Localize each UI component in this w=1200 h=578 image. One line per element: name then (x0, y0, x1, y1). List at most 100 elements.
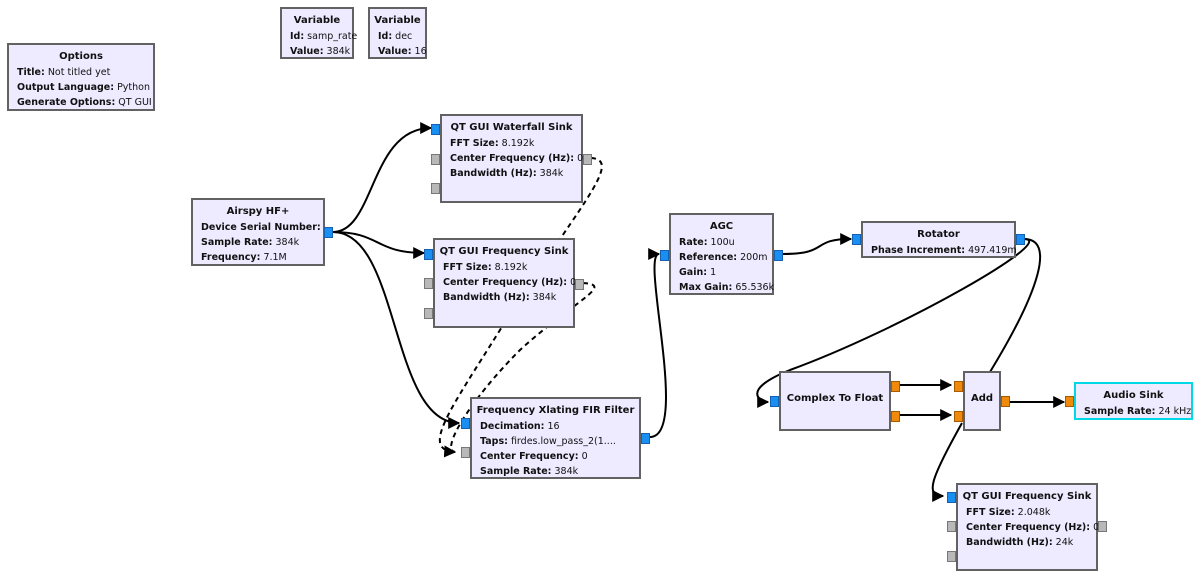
param-row: Value: 16 (370, 44, 427, 59)
param-key: Bandwidth (Hz): (443, 292, 530, 303)
param-row: Taps: firdes.low_pass_2(1.... (472, 434, 639, 449)
param-row: Rate: 100u (671, 235, 772, 250)
param-key: Id: (290, 31, 305, 42)
param-value: 8.192k (494, 262, 528, 273)
param-value: Python (117, 82, 151, 93)
param-key: Rate: (679, 237, 708, 248)
param-key: FFT Size: (443, 262, 492, 273)
param-row: Center Frequency (Hz): 0 (958, 520, 1099, 535)
param-value: QT GUI (118, 97, 152, 108)
input-port-0[interactable] (954, 381, 963, 392)
wire-airspy-to-waterfall (332, 122, 433, 233)
param-row: Value: 384k (282, 44, 352, 59)
wire-airspy-to-xlating (332, 231, 461, 429)
airspy-source-block[interactable]: Airspy HF+Device Serial Number: Sample R… (191, 198, 333, 266)
param-key: FFT Size: (966, 507, 1015, 518)
block-title: Audio Sink (1103, 390, 1164, 401)
message-input-port[interactable] (947, 521, 956, 532)
block-title: QT GUI Waterfall Sink (450, 122, 573, 133)
block-title: Complex To Float (786, 393, 884, 404)
param-value: 384k (275, 237, 300, 248)
input-port[interactable] (1065, 396, 1074, 407)
param-row: Frequency: 7.1M (193, 250, 323, 265)
param-row: Center Frequency (Hz): 0 (442, 151, 583, 166)
input-port[interactable] (461, 418, 470, 429)
param-value: 384k (554, 466, 579, 477)
param-key: Center Frequency (Hz): (966, 522, 1091, 533)
message-input-port[interactable] (431, 154, 440, 165)
param-key: Bandwidth (Hz): (966, 537, 1053, 548)
param-key: Center Frequency (Hz): (443, 277, 568, 288)
real-output-port[interactable] (891, 381, 900, 392)
input-port-1[interactable] (954, 411, 963, 422)
param-value: 16 (414, 46, 427, 57)
input-port[interactable] (947, 492, 956, 503)
message-input-port[interactable] (424, 308, 433, 319)
message-input-port[interactable] (424, 278, 433, 289)
param-row: Generate Options: QT GUI (9, 95, 153, 110)
output-port[interactable] (1016, 234, 1025, 245)
input-port[interactable] (431, 124, 440, 135)
output-port[interactable] (324, 227, 333, 238)
wire-add-to-freqsink2 (931, 422, 963, 502)
param-value: samp_rate (307, 31, 358, 42)
block-title: QT GUI Frequency Sink (439, 246, 569, 257)
param-key: Frequency: (201, 252, 261, 263)
output-port[interactable] (1001, 396, 1010, 407)
param-value: 0 (570, 277, 577, 288)
param-value: 65.536k (735, 282, 775, 293)
param-key: Decimation: (480, 421, 545, 432)
param-row: Id: samp_rate (282, 29, 357, 44)
param-row: Reference: 200m (671, 250, 772, 265)
param-key: Output Language: (17, 82, 115, 93)
message-output-port[interactable] (583, 154, 592, 165)
param-key: Bandwidth (Hz): (450, 168, 537, 179)
param-key: Value: (378, 46, 412, 57)
block-title: Add (970, 393, 994, 404)
complex-to-float-block[interactable]: Complex To Float (770, 371, 900, 431)
message-input-port[interactable] (431, 183, 440, 194)
message-input-port[interactable] (947, 551, 956, 562)
param-row: Sample Rate: 24 kHz (1076, 404, 1191, 419)
input-port[interactable] (660, 250, 669, 261)
param-value: 200m (740, 252, 768, 263)
param-key: Center Frequency: (480, 451, 579, 462)
add-block[interactable]: Add (954, 371, 1010, 431)
param-row: Bandwidth (Hz): 384k (442, 166, 581, 181)
param-key: Max Gain: (679, 282, 733, 293)
param-row: Device Serial Number: (193, 220, 323, 235)
param-value: Not titled yet (47, 67, 111, 78)
param-key: Generate Options: (17, 97, 116, 108)
message-output-port[interactable] (575, 279, 584, 290)
param-key: Device Serial Number: (201, 222, 321, 233)
output-port[interactable] (774, 250, 783, 261)
param-value: 2.048k (1017, 507, 1051, 518)
param-value: 384k (532, 292, 557, 303)
param-row: Decimation: 16 (472, 419, 639, 434)
imag-output-port[interactable] (891, 411, 900, 422)
param-key: Gain: (679, 267, 708, 278)
input-port[interactable] (424, 249, 433, 260)
param-row: Bandwidth (Hz): 24k (958, 535, 1096, 550)
block-title: AGC (709, 221, 734, 232)
input-port[interactable] (852, 234, 861, 245)
message-output-port[interactable] (1098, 521, 1107, 532)
output-port[interactable] (641, 433, 650, 444)
input-port[interactable] (770, 396, 779, 407)
block-title: Options (59, 51, 103, 62)
param-value: 0 (581, 451, 588, 462)
msg-wire-freqsink-to-xlating (450, 282, 596, 453)
wire-rotator-to-c2f (756, 238, 1031, 408)
message-input-port[interactable] (461, 447, 470, 458)
